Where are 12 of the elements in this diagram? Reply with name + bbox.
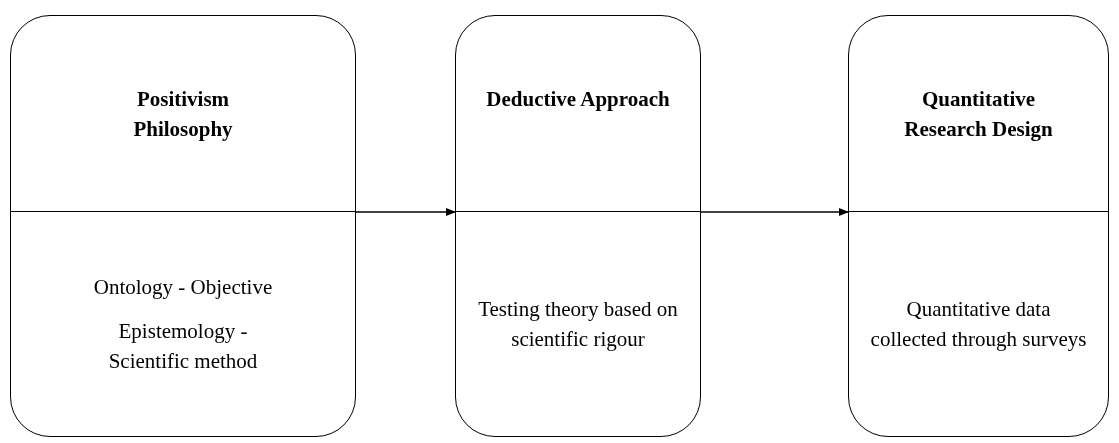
box-text: Epistemology - Scientific method — [107, 317, 259, 375]
box-heading: Quantitative Research Design — [903, 86, 1054, 143]
box-text: Ontology - Objective — [92, 273, 274, 301]
process-box — [848, 15, 1109, 437]
process-box — [10, 15, 356, 437]
process-box — [455, 15, 701, 437]
box-heading: Deductive Approach — [485, 86, 671, 113]
box-text: Quantitative data collected through surveys — [869, 295, 1088, 353]
box-text: Testing theory based on scientific rigour — [477, 295, 679, 353]
box-heading: Positivism Philosophy — [132, 86, 234, 143]
arrow — [700, 208, 849, 216]
arrow — [355, 208, 456, 216]
